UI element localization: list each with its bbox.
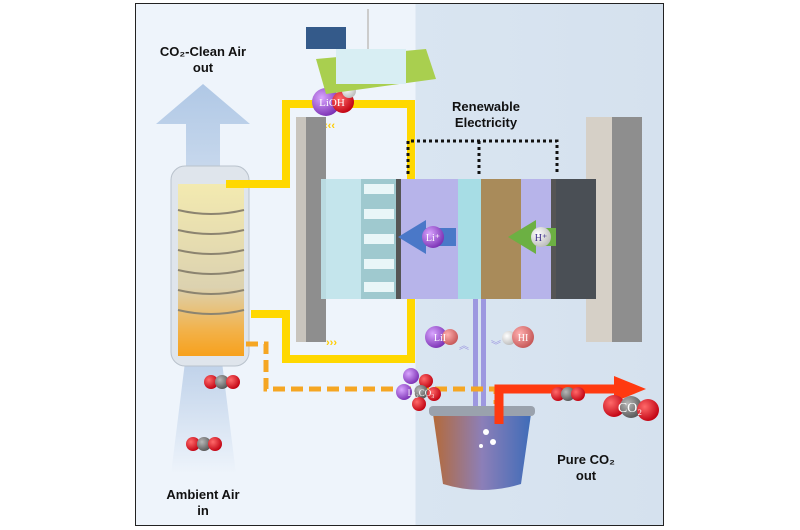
li2co3-molecule: Li₂CO₃ — [396, 368, 441, 411]
hi-label: HI — [518, 333, 529, 344]
lioh-label: LiOH — [319, 97, 345, 109]
co2-molecule-small — [551, 387, 585, 401]
hi-molecule: HI — [502, 326, 534, 348]
co2-molecule-ambient-1 — [204, 375, 240, 389]
process-diagram: ‹‹‹ ››› Li⁺ H⁺ LiOH LiI — [156, 9, 659, 490]
li-ion — [422, 226, 444, 248]
lii-molecule: LiI — [425, 326, 458, 348]
co2-molecule-large: CO₂ — [603, 395, 659, 421]
absorber-column — [170, 165, 250, 367]
renewable-plant-icon — [306, 9, 436, 94]
ambient-air-label: Ambient Air in — [148, 487, 258, 519]
down-chevrons: ︾ — [491, 340, 501, 352]
diagram-frame: ‹‹‹ ››› Li⁺ H⁺ LiOH LiI — [135, 3, 664, 526]
li-ion-label: Li⁺ — [426, 233, 440, 244]
h-ion-label: H⁺ — [535, 233, 548, 244]
renewable-label-line1: Renewable — [452, 99, 520, 114]
li2co3-label: Li₂CO₃ — [408, 388, 435, 398]
clean-air-label: CO₂-Clean Air out — [148, 44, 258, 76]
flow-chevrons-left: ‹‹‹ — [324, 120, 335, 132]
pure-co2-label: Pure CO₂ out — [536, 452, 636, 484]
co2-large-label: CO₂ — [618, 401, 642, 416]
ambient-air-label-line1: Ambient Air — [166, 487, 240, 502]
clean-air-arrow — [156, 84, 250, 179]
clean-air-label-line2: out — [192, 60, 214, 75]
co2-molecule-ambient-2 — [186, 437, 222, 451]
renewable-label-line2: Electricity — [454, 115, 518, 130]
clean-air-label-line1: CO₂-Clean Air — [159, 44, 247, 59]
renewable-label: Renewable Electricity — [426, 99, 546, 131]
pure-co2-label-line2: out — [575, 468, 597, 483]
lioh-molecule: LiOH — [312, 84, 356, 116]
electric-circuit — [406, 139, 559, 174]
ambient-air-arrow — [171, 354, 236, 474]
h-ion — [531, 227, 551, 247]
up-chevrons: ︽ — [459, 341, 469, 352]
reactor-tank — [429, 406, 535, 490]
flow-chevrons-right: ››› — [326, 337, 337, 349]
lii-pipe — [473, 299, 478, 409]
pure-co2-label-line1: Pure CO₂ — [557, 452, 615, 467]
hi-pipe — [481, 299, 486, 409]
ambient-air-label-line2: in — [197, 503, 209, 518]
lii-label: LiI — [434, 333, 446, 344]
